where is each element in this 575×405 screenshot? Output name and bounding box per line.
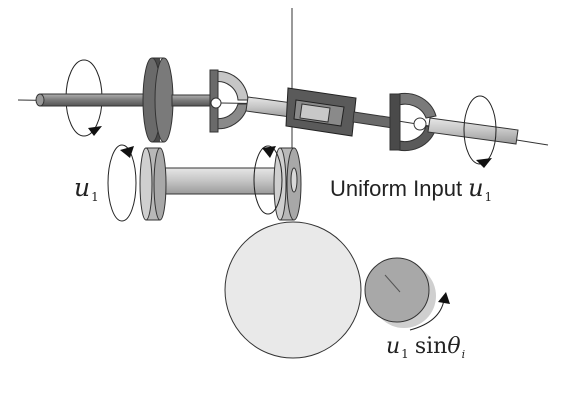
rotation-arrow-lower-left (107, 144, 137, 222)
slider-block (285, 87, 357, 137)
output-var: θ (447, 334, 461, 359)
universal-joint-right (389, 92, 437, 152)
large-wheel (224, 221, 362, 359)
output-symbol: u (386, 334, 401, 359)
u1-symbol: u (74, 173, 91, 202)
lower-shaft-assembly (139, 147, 302, 221)
output-var-subscript: i (461, 348, 466, 361)
label-output-velocity: u1 sinθi (386, 334, 466, 361)
input-shaft-left (35, 93, 156, 107)
uniform-input-symbol: u1 (468, 174, 493, 204)
u1-subscript: 1 (91, 190, 99, 204)
output-func: sin (414, 334, 448, 359)
output-subscript: 1 (401, 347, 409, 361)
shaft-segment-right (352, 111, 395, 129)
universal-joint-left (209, 69, 249, 133)
rotation-arrow-lower-right (253, 145, 283, 215)
uniform-input-text: Uniform Input (330, 176, 463, 201)
label-u1-left: u1 (74, 173, 99, 203)
output-shaft-right (427, 117, 519, 145)
rotation-arrow-small-wheel (409, 292, 450, 331)
small-wheel (364, 257, 436, 328)
rotation-arrow-right (463, 95, 497, 168)
top-drive-disc (142, 57, 174, 143)
